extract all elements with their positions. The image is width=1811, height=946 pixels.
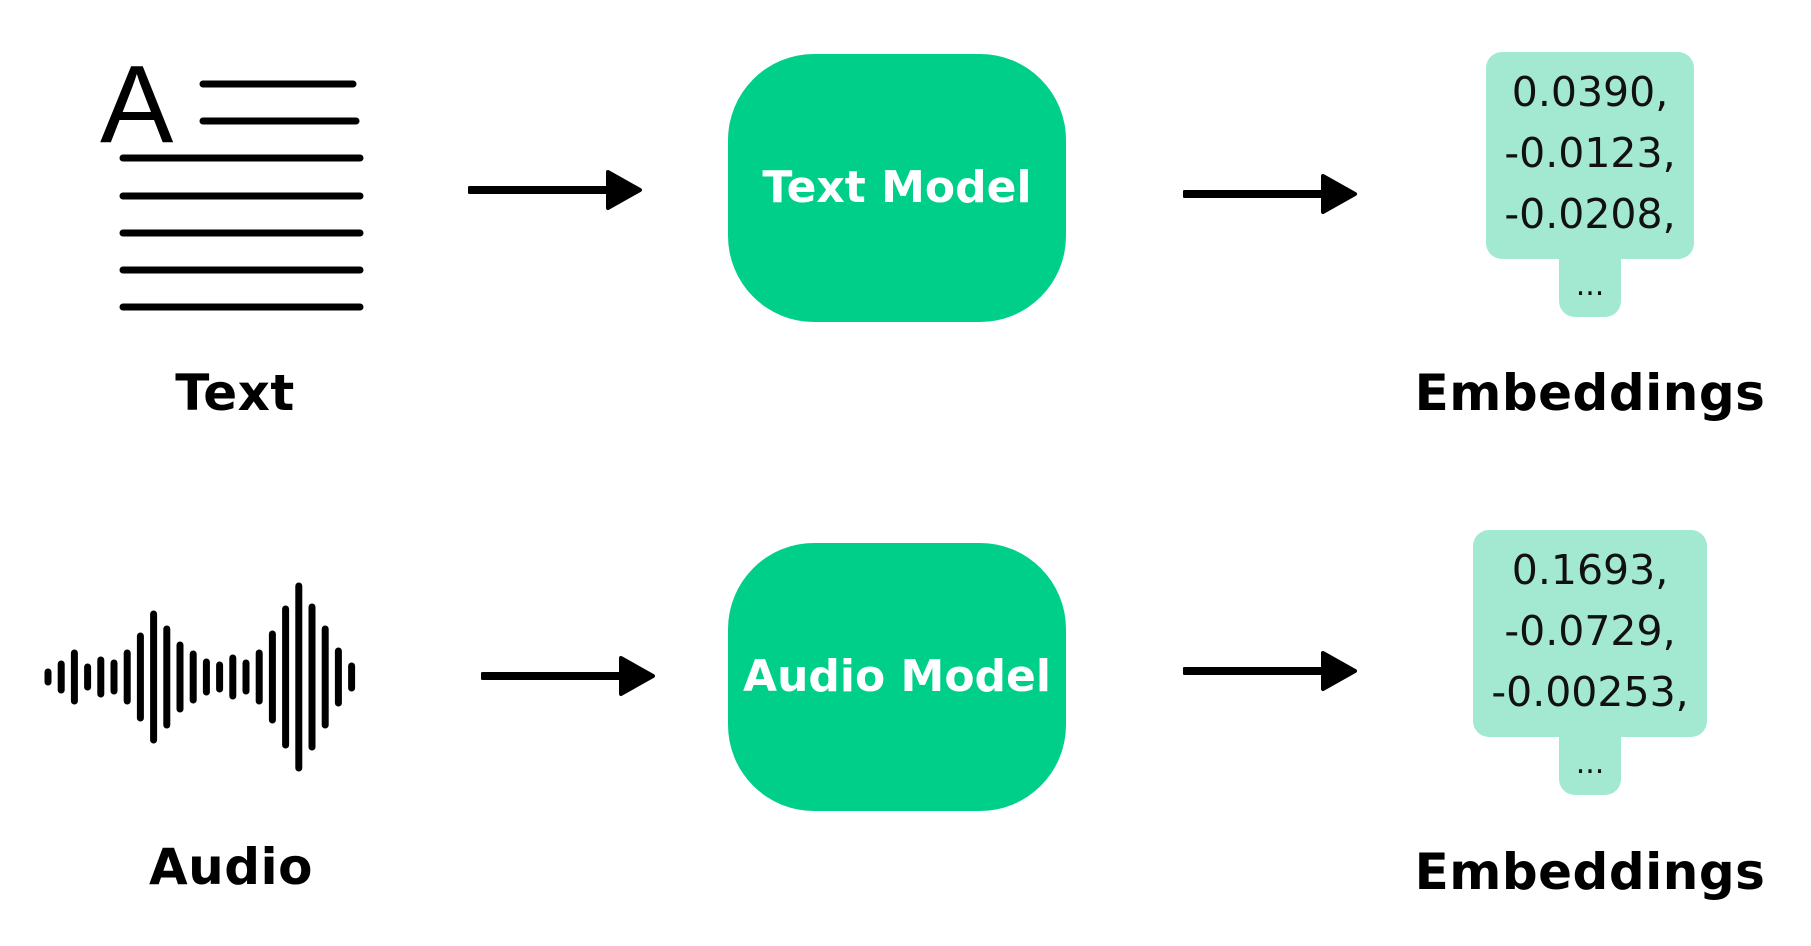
text-embedding-vector: 0.0390, -0.0123, -0.0208, ... xyxy=(1440,52,1740,317)
text-model-box: Text Model xyxy=(728,54,1066,322)
output-label-embeddings: Embeddings xyxy=(1414,364,1766,422)
audio-embedding-vector: 0.1693, -0.0729, -0.00253, ... xyxy=(1440,530,1740,795)
text-document-icon: A xyxy=(100,50,370,320)
input-label-audio: Audio xyxy=(148,838,314,896)
embedding-value: -0.0729, xyxy=(1504,607,1676,655)
text-model-label: Text Model xyxy=(762,162,1032,213)
embedding-value: -0.0123, xyxy=(1504,129,1676,177)
audio-model-label: Audio Model xyxy=(743,651,1051,702)
arrow-right-icon xyxy=(481,654,659,698)
audio-waveform-icon xyxy=(42,580,422,780)
embedding-value: 0.0390, xyxy=(1511,68,1669,116)
embedding-value: 0.1693, xyxy=(1511,546,1669,594)
arrow-right-icon xyxy=(1183,172,1361,216)
embedding-ellipsis: ... xyxy=(1559,255,1621,317)
output-label-embeddings: Embeddings xyxy=(1414,843,1766,901)
text-icon-glyph: A xyxy=(100,50,174,166)
arrow-right-icon xyxy=(1183,649,1361,693)
embedding-ellipsis: ... xyxy=(1559,733,1621,795)
embedding-values: 0.0390, -0.0123, -0.0208, xyxy=(1486,52,1694,259)
embedding-values: 0.1693, -0.0729, -0.00253, xyxy=(1473,530,1707,737)
embedding-value: -0.00253, xyxy=(1491,668,1689,716)
arrow-right-icon xyxy=(468,168,646,212)
audio-model-box: Audio Model xyxy=(728,543,1066,811)
input-label-text: Text xyxy=(175,364,295,422)
embedding-value: -0.0208, xyxy=(1504,190,1676,238)
